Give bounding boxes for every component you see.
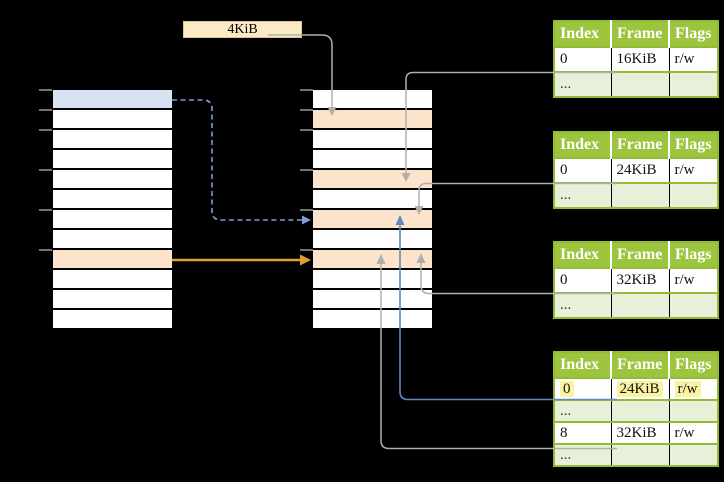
table-row-ellipsis: ...: [554, 292, 718, 318]
table-row: 0 24KiB r/w: [554, 157, 718, 183]
table-header-row: Index Frame Flags: [554, 242, 718, 268]
page-table-2: Index Frame Flags 0 24KiB r/w ...: [553, 131, 719, 209]
middle-memory-column: [313, 90, 432, 330]
cell-index: 0: [554, 377, 611, 400]
memory-row: [53, 210, 172, 230]
col-header-frame: Frame: [610, 242, 669, 268]
cell-empty: [668, 71, 718, 97]
cell-empty: [610, 71, 669, 97]
cell-index: 0: [554, 157, 611, 183]
memory-row: [53, 110, 172, 130]
cell-frame: 32KiB: [610, 421, 669, 444]
table-row: 0 32KiB r/w: [554, 267, 718, 293]
cell-empty: [668, 182, 718, 208]
cell-ellipsis: ...: [554, 443, 611, 466]
memory-row: [53, 170, 172, 190]
cell-flags: r/w: [668, 157, 718, 183]
memory-row: [313, 170, 432, 190]
cell-frame: 16KiB: [610, 46, 669, 72]
memory-row: [313, 90, 432, 110]
memory-row: [53, 290, 172, 310]
col-header-flags: Flags: [668, 21, 718, 47]
table-header-row: Index Frame Flags: [554, 21, 718, 47]
cell-ellipsis: ...: [554, 71, 611, 97]
col-header-index: Index: [554, 21, 611, 47]
memory-row: [313, 290, 432, 310]
table-row-ellipsis: ...: [554, 399, 718, 422]
cell-ellipsis: ...: [554, 292, 611, 318]
table-header-row: Index Frame Flags: [554, 352, 718, 378]
page-size-label: 4KiB: [183, 21, 302, 38]
table-row: 8 32KiB r/w: [554, 421, 718, 444]
memory-row: [53, 270, 172, 290]
table-row: 0 16KiB r/w: [554, 46, 718, 72]
page-table-4: Index Frame Flags 0 24KiB r/w ... 8 32Ki…: [553, 351, 719, 467]
col-header-frame: Frame: [610, 132, 669, 158]
cell-flags: r/w: [668, 46, 718, 72]
cell-flags: r/w: [668, 377, 718, 400]
memory-row: [53, 90, 172, 110]
cell-index: 0: [554, 46, 611, 72]
memory-row: [53, 130, 172, 150]
memory-row: [313, 250, 432, 270]
page-table-1: Index Frame Flags 0 16KiB r/w ...: [553, 20, 719, 98]
memory-row: [53, 150, 172, 170]
table-row-ellipsis: ...: [554, 182, 718, 208]
memory-row: [313, 150, 432, 170]
col-header-frame: Frame: [610, 352, 669, 378]
highlighted-value: r/w: [674, 380, 701, 397]
table-row-ellipsis: ...: [554, 443, 718, 466]
cell-ellipsis: ...: [554, 399, 611, 422]
cell-empty: [610, 443, 669, 466]
memory-row: [53, 190, 172, 210]
memory-row: [313, 270, 432, 290]
memory-row: [313, 310, 432, 330]
col-header-flags: Flags: [668, 242, 718, 268]
table-row-highlighted: 0 24KiB r/w: [554, 377, 718, 400]
memory-row: [313, 110, 432, 130]
table-header-row: Index Frame Flags: [554, 132, 718, 158]
memory-row: [313, 210, 432, 230]
cell-ellipsis: ...: [554, 182, 611, 208]
memory-row: [313, 130, 432, 150]
arrowhead-right-icon: [300, 254, 311, 266]
highlighted-value: 24KiB: [616, 380, 663, 397]
memory-row: [53, 250, 172, 270]
virtual-memory-column: [53, 90, 172, 330]
memory-row: [313, 230, 432, 250]
highlighted-value: 0: [560, 380, 574, 397]
cell-empty: [668, 292, 718, 318]
memory-row: [313, 190, 432, 210]
cell-frame: 24KiB: [610, 377, 669, 400]
page-table-3: Index Frame Flags 0 32KiB r/w ...: [553, 241, 719, 319]
cell-flags: r/w: [668, 421, 718, 444]
col-header-flags: Flags: [668, 352, 718, 378]
cell-index: 0: [554, 267, 611, 293]
cell-frame: 32KiB: [610, 267, 669, 293]
col-header-index: Index: [554, 242, 611, 268]
cell-empty: [668, 443, 718, 466]
cell-empty: [610, 292, 669, 318]
dashed-translation-connector: [172, 99, 302, 221]
col-header-frame: Frame: [610, 21, 669, 47]
cell-frame: 24KiB: [610, 157, 669, 183]
left-column-ticks: [39, 89, 52, 251]
arrowhead-right-icon: [302, 215, 311, 225]
table-row-ellipsis: ...: [554, 71, 718, 97]
col-header-flags: Flags: [668, 132, 718, 158]
memory-row: [53, 230, 172, 250]
cell-index: 8: [554, 421, 611, 444]
cell-empty: [610, 399, 669, 422]
cell-flags: r/w: [668, 267, 718, 293]
middle-column-ticks: [300, 89, 313, 251]
cell-empty: [610, 182, 669, 208]
cell-empty: [668, 399, 718, 422]
col-header-index: Index: [554, 352, 611, 378]
col-header-index: Index: [554, 132, 611, 158]
memory-row: [53, 310, 172, 330]
